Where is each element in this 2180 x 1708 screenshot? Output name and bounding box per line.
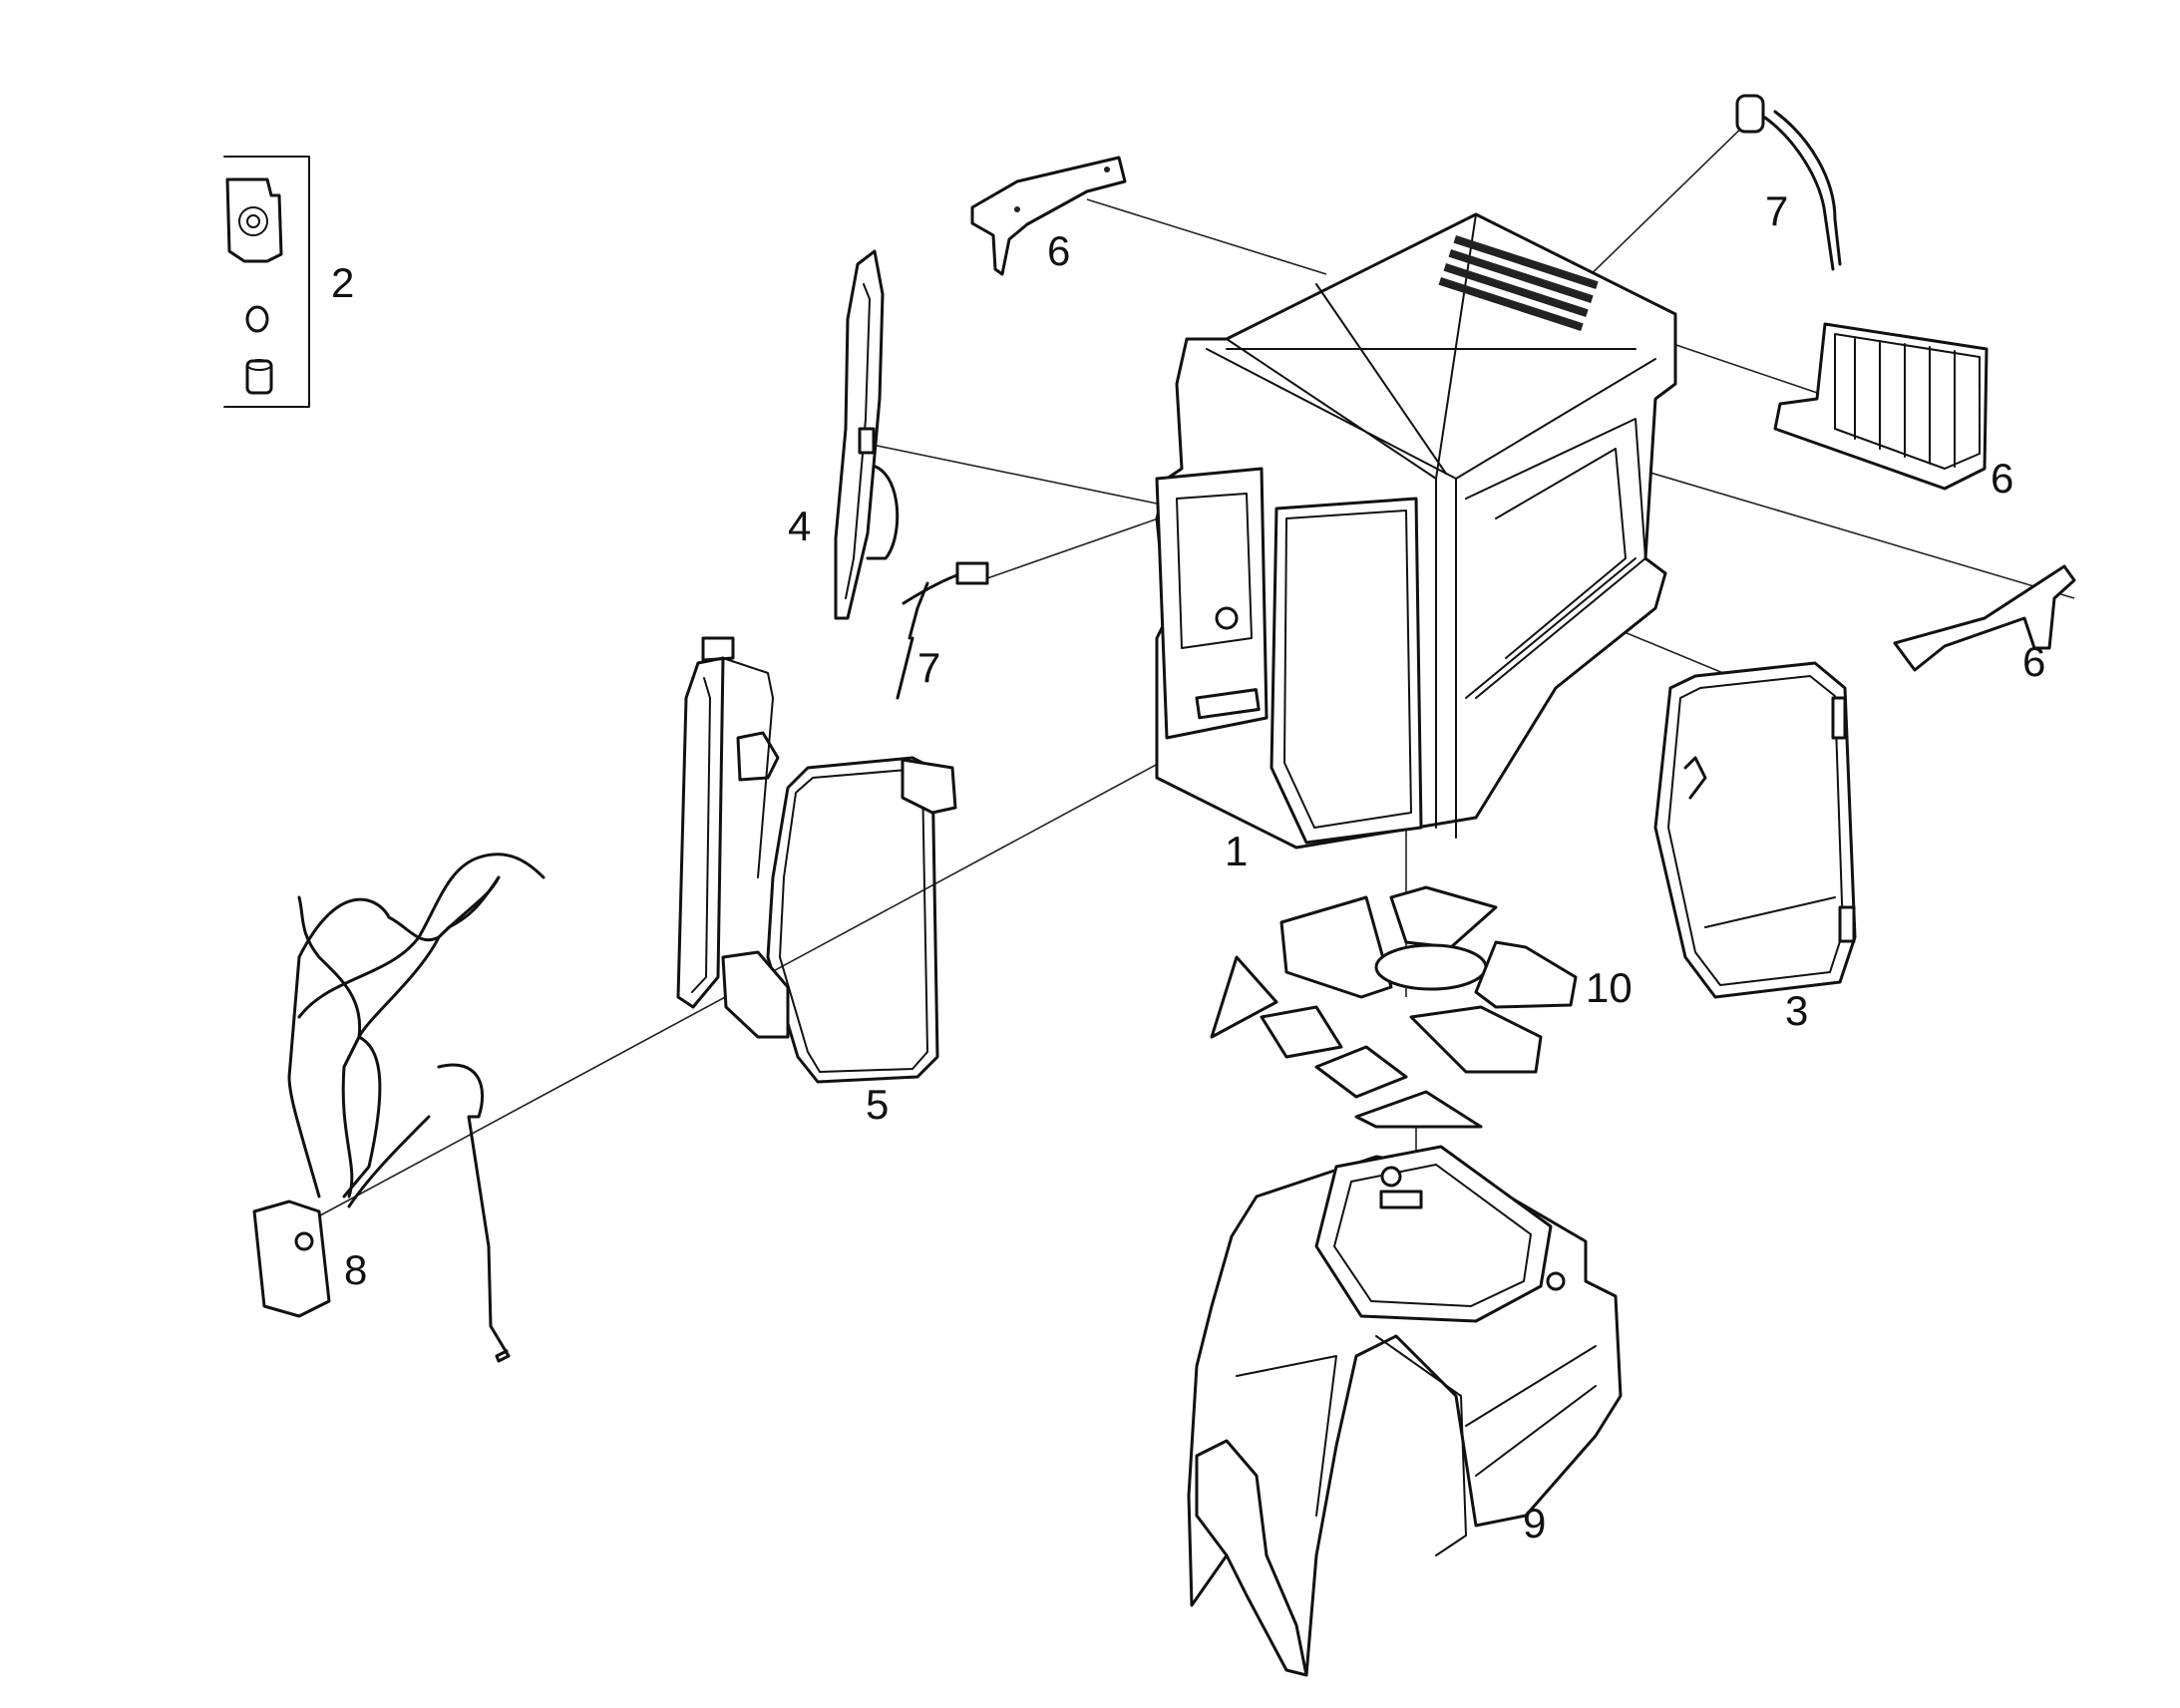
callout-1: 1	[1225, 828, 1248, 874]
callout-9: 9	[1523, 1500, 1546, 1546]
part-5-door-assembly	[676, 636, 957, 1084]
part-10-floor-mats	[1210, 885, 1578, 1129]
part-6-grille-panel	[1773, 322, 1989, 491]
roof-vents	[1438, 234, 1599, 331]
callout-5: 5	[866, 1081, 889, 1128]
part-6-bracket-right	[1893, 564, 2076, 672]
callout-10: 10	[1586, 964, 1633, 1011]
callout-6-grille-panel: 6	[1991, 455, 2013, 502]
part-6-bracket-top-left	[970, 156, 1127, 276]
part-2-fastener-kit	[223, 156, 310, 408]
callout-6-bracket-top-left: 6	[1047, 227, 1070, 274]
callout-6-bracket-right: 6	[2022, 638, 2045, 685]
part-9-lower-frame	[1187, 1145, 1623, 1677]
callout-2: 2	[331, 259, 354, 306]
callout-7-wiper-top-right: 7	[1765, 187, 1788, 234]
callout-labels: 1 2 3 4 5 6 6 6 7 7 8 9 10	[331, 187, 2045, 1546]
part-4-side-window	[834, 249, 900, 620]
callout-4: 4	[788, 503, 811, 549]
part-1-cab-frame	[1155, 212, 1677, 850]
part-7-wiper-top-right	[1735, 94, 1842, 271]
part-8-harness	[252, 853, 545, 1363]
callout-7-wiper-left: 7	[917, 644, 940, 691]
callout-3: 3	[1785, 987, 1808, 1034]
callout-8: 8	[344, 1246, 367, 1293]
part-7-wiper-left	[896, 561, 989, 700]
part-3-door-glass	[1653, 661, 1857, 999]
